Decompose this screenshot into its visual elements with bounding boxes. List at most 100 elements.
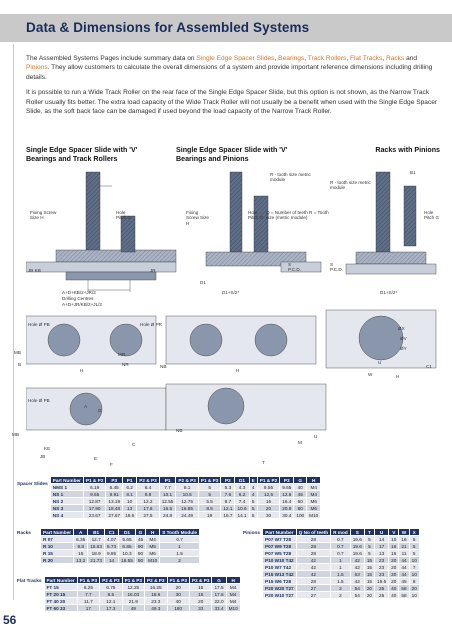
- spacer-slides-table: Spacer Slides Part Number P1 & P2 P3 P1 …: [14, 476, 322, 519]
- intro-paragraph-2: It is possible to run a Wide Track Rolle…: [26, 89, 438, 116]
- label-q-formula: Q = Number of teeth R = Tooth size (metr…: [266, 210, 329, 221]
- diagram-plan-views: [26, 309, 437, 431]
- left-rule: [13, 44, 14, 600]
- label-hole-pb: Hole Ø PB: [28, 322, 50, 327]
- label-fixing-screw-2: Fixing Screw Size H: [186, 210, 209, 226]
- label-hole-pitch-2: Hole Pitch G: [248, 210, 264, 221]
- row-label-racks: Racks: [14, 528, 41, 536]
- col-e: E: [248, 476, 258, 484]
- label-t: T: [262, 460, 265, 465]
- col-b-p2p3: P2 & P3: [136, 476, 160, 484]
- intro-text: The Assembled Systems Pages include summ…: [26, 54, 440, 122]
- label-dims-2: A+D+JR/KB/2+JL/2: [62, 302, 102, 307]
- section-title-pinions: Single Edge Spacer Slide with 'V' Bearin…: [176, 146, 288, 163]
- label-mb: MB: [14, 350, 21, 355]
- page-number: 56: [3, 613, 17, 627]
- link-spacer-slides[interactable]: Single Edge Spacer Slides: [196, 55, 275, 62]
- col-c-p1: P1: [158, 476, 177, 484]
- label-c1: C1: [426, 364, 432, 369]
- label-mb-2: MB: [12, 432, 19, 437]
- label-e: E: [94, 456, 98, 461]
- label-jb-kb: JB KB: [28, 268, 41, 273]
- link-racks[interactable]: Racks: [385, 55, 405, 62]
- assembly-diagrams: [26, 171, 437, 431]
- label-b1: B1: [410, 170, 416, 175]
- label-ox: ØX: [398, 326, 405, 331]
- label-d: D: [98, 408, 102, 413]
- label-w: W: [368, 372, 373, 377]
- label-mr: MR: [118, 352, 126, 357]
- col-a-p3: P3: [105, 476, 124, 484]
- label-d1-pitch-2: D1+S/2*: [380, 290, 398, 295]
- label-a: A: [84, 404, 88, 409]
- label-d1: D1: [200, 280, 206, 285]
- pinions-table: Pinions Part Number Q No of teeth R mod …: [240, 528, 420, 599]
- link-track-rollers[interactable]: Track Rollers: [307, 55, 347, 62]
- label-nr: NR: [122, 362, 129, 367]
- label-oy: ØY: [400, 346, 407, 351]
- label-nb: NB: [160, 364, 167, 369]
- col-c-p2p3: P2 & P3: [175, 476, 199, 484]
- label-d1-pitch: D1+S/2*: [222, 290, 240, 295]
- label-m: M: [298, 440, 302, 445]
- section-title-racks: Racks with Pinions: [375, 146, 440, 154]
- col-c-p2: P2: [220, 476, 236, 484]
- col-part-number: Part Number: [49, 476, 84, 484]
- flat-tracks-table: Flat Tracks Part Number P1 & P3 P2 & P3 …: [14, 576, 241, 612]
- label-h-2: H: [236, 368, 240, 373]
- label-ke: KE: [44, 446, 51, 451]
- label-u-1: U: [378, 360, 382, 365]
- racks-table: Racks Part Number A B1 C1 D1 G H S Tooth…: [14, 528, 201, 564]
- label-pcd-2: S P.C.D.: [330, 262, 343, 273]
- label-drilling: Drilling Centres: [62, 296, 94, 301]
- link-flat-tracks[interactable]: Flat Tracks: [350, 55, 383, 62]
- label-hole-pr: Hole Ø PR: [140, 322, 162, 327]
- label-nb-2: NB: [176, 428, 183, 433]
- intro-text-b: . They allow customers to calculate the …: [26, 64, 433, 81]
- label-hole-pitch-3: Hole Pitch G: [424, 210, 440, 221]
- col-f-p1p2: P1 & P2: [256, 476, 281, 484]
- label-hole-pb-2: Hole Ø PB: [28, 398, 50, 403]
- intro-paragraph-1: The Assembled Systems Pages include summ…: [26, 55, 433, 81]
- label-f: F: [110, 462, 113, 467]
- col-h: H: [306, 476, 322, 484]
- label-hole-pitch-1: Hole Pitch G: [116, 210, 132, 221]
- row-label-pinions: Pinions: [240, 528, 263, 536]
- label-jb: JB: [40, 454, 46, 459]
- col-f-p3: P3: [279, 476, 295, 484]
- page-number-tab: 56: [0, 600, 26, 640]
- col-b-p1: P1: [122, 476, 138, 484]
- label-u-2: U: [314, 434, 318, 439]
- col-g: G: [293, 476, 308, 484]
- label-b: B: [18, 362, 22, 367]
- section-title-track-rollers: Single Edge Spacer Slide with 'V' Bearin…: [26, 146, 138, 163]
- label-rack-tooth-1: R - tooth size metric module: [270, 172, 311, 183]
- label-fixing-screw-1: Fixing Screw Size H: [30, 210, 57, 221]
- diagram-rack-pinion-elevation: [345, 171, 437, 275]
- intro-text-a: The Assembled Systems Pages include summ…: [26, 55, 197, 62]
- label-h-1: H: [80, 368, 84, 373]
- page-title: Data & Dimensions for Assembled Systems: [26, 20, 310, 35]
- link-pinions[interactable]: Pinions: [26, 64, 48, 72]
- label-jr: JR: [150, 268, 156, 273]
- link-bearings[interactable]: Bearings: [278, 55, 305, 62]
- diagram-pinion-elevation: [205, 171, 322, 273]
